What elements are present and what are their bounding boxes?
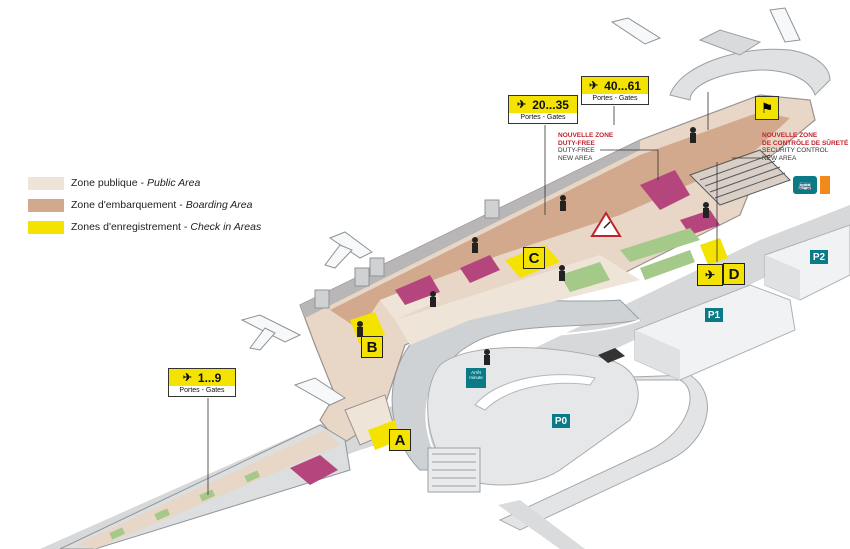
departure-plane-icon: ✈ — [589, 80, 599, 92]
traveler-icons — [357, 127, 709, 365]
parking-p0-label: P0 — [552, 414, 570, 428]
shop-areas — [395, 170, 720, 305]
legend-swatch — [28, 198, 64, 212]
gate-card-40-61: ✈ 40...61 Portes - Gates — [581, 76, 649, 105]
duty-free-note: NOUVELLE ZONE DUTY-FREE DUTY-FREE NEW AR… — [558, 132, 613, 162]
construction-sign-icon — [590, 211, 622, 237]
gate-range: 1...9 — [197, 370, 222, 385]
legend-item-checkin: Zones d'enregistrement - Check in Areas — [28, 216, 261, 238]
legend-item-public: Zone publique - Public Area — [28, 172, 261, 194]
east-pier — [669, 29, 831, 101]
note-title: DUTY-FREE — [558, 139, 595, 147]
note-sub: SECURITY CONTROL — [762, 147, 829, 154]
gate-card-1-9: ✈ 1...9 Portes - Gates — [168, 368, 236, 397]
departure-plane-icon: ✈ — [697, 264, 723, 286]
bus-shelter — [598, 348, 625, 363]
legend-sublabel: Public Area — [146, 177, 201, 189]
legend-label: Zone publique — [71, 177, 138, 189]
note-title: DE CONTRÔLE DE SÛRETÉ — [762, 139, 849, 147]
note-title: NOUVELLE ZONE — [762, 132, 818, 139]
legend-sublabel: Check in Areas — [190, 221, 262, 233]
legend-label: Zones d'enregistrement — [71, 221, 181, 233]
gate-card-20-35: ✈ 20...35 Portes - Gates — [508, 95, 578, 124]
zone-d-marker: D — [723, 263, 745, 285]
departure-plane-icon: ✈ — [517, 99, 527, 111]
bus-info-icon — [820, 176, 830, 194]
gate-range: 40...61 — [604, 78, 641, 93]
legend-sublabel: Boarding Area — [185, 199, 253, 211]
main-terminal — [299, 94, 816, 446]
airplanes — [240, 7, 801, 406]
legend: Zone publique - Public Area Zone d'embar… — [28, 172, 261, 238]
legend-item-boarding: Zone d'embarquement - Boarding Area — [28, 194, 261, 216]
gate-range: 20...35 — [532, 97, 569, 112]
callout-lines — [207, 92, 762, 495]
zone-b-marker: B — [361, 336, 383, 358]
zone-a-marker: A — [389, 429, 411, 451]
west-pier — [59, 424, 351, 549]
baggage-claim-icon: ⚑ — [755, 96, 779, 120]
gate-bridges — [314, 199, 500, 309]
gate-caption: Portes - Gates — [592, 95, 638, 102]
note-title: NOUVELLE ZONE — [558, 132, 614, 139]
departure-plane-icon: ✈ — [182, 372, 192, 384]
gate-caption: Portes - Gates — [179, 387, 225, 394]
zone-c-marker: C — [523, 247, 545, 269]
parking-p2-label: P2 — [810, 250, 828, 264]
legend-label: Zone d'embarquement — [71, 199, 177, 211]
parking-buildings — [427, 224, 850, 493]
bus-icon: 🚌 — [793, 176, 817, 194]
gate-caption: Portes - Gates — [520, 114, 566, 121]
note-sub: DUTY-FREE — [558, 147, 595, 154]
note-sub: NEW AREA — [558, 154, 593, 162]
arret-minute-sign: Arrêt minute — [466, 368, 486, 388]
note-sub: NEW AREA — [762, 154, 797, 162]
legend-swatch — [28, 220, 64, 234]
parking-p1-label: P1 — [705, 308, 723, 322]
legend-swatch — [28, 176, 64, 190]
security-note: NOUVELLE ZONE DE CONTRÔLE DE SÛRETÉ SECU… — [762, 132, 848, 162]
